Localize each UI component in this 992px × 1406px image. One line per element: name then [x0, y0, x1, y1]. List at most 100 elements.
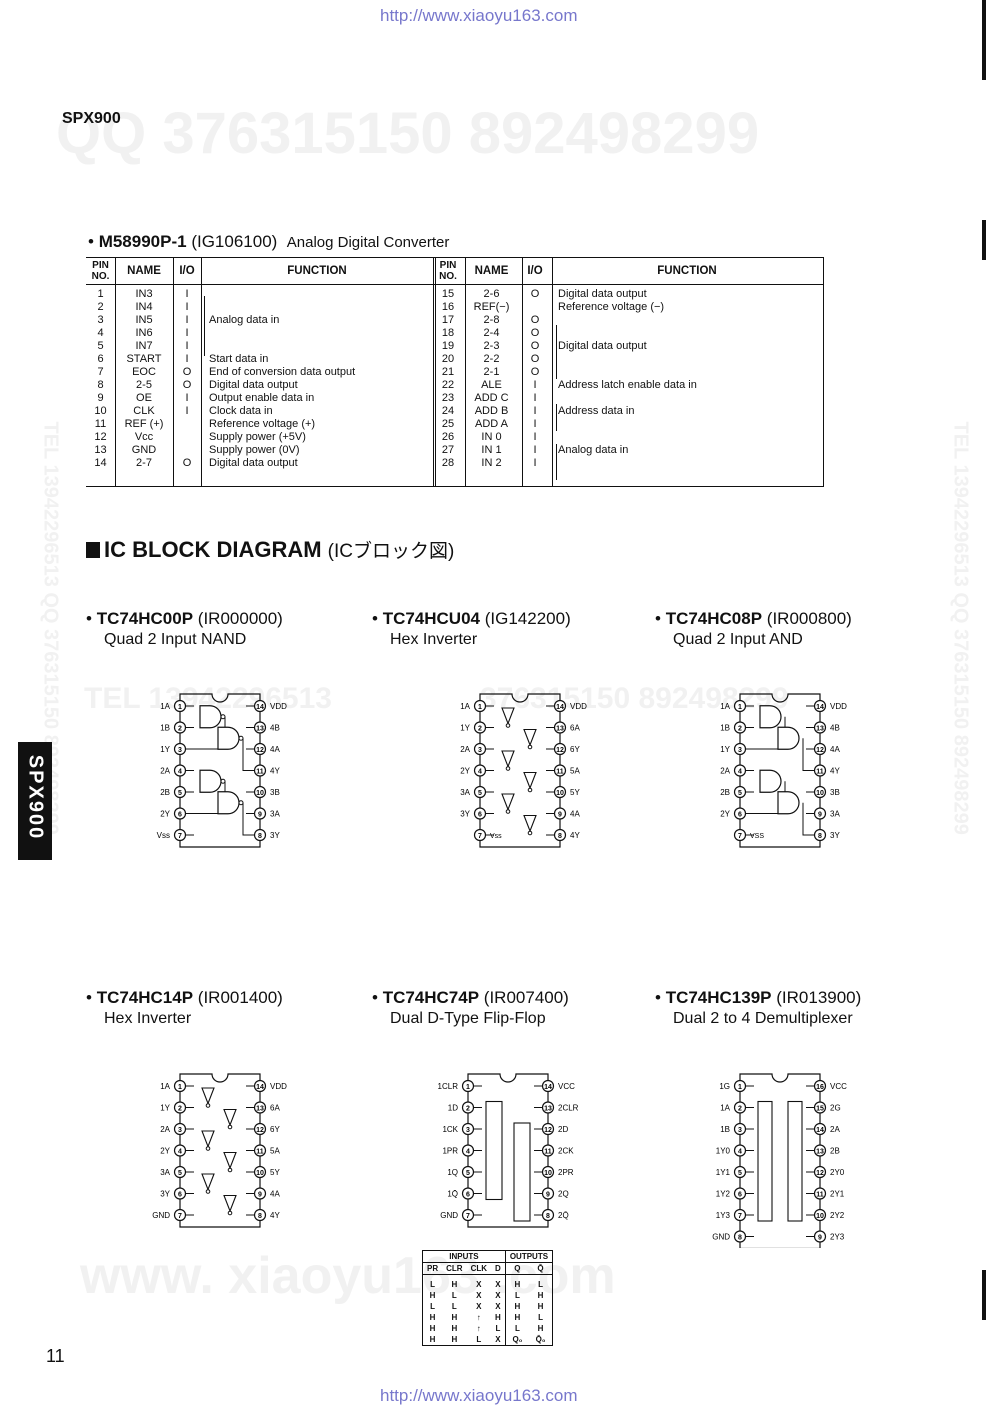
pin-label: 2Q̄ [558, 1211, 569, 1220]
inversion-bubble-icon [227, 1124, 233, 1130]
adc-table-cell [201, 327, 433, 340]
truth-table-cell: L [514, 1324, 520, 1333]
adc-table-cell: Reference voltage (+) [209, 418, 316, 430]
truth-table-cell: H [429, 1291, 436, 1300]
pin-number: 8 [818, 833, 822, 840]
and-gate-icon [759, 705, 782, 729]
pin-inner-label: Vss [490, 833, 502, 840]
ic-part: TC74HC08P [665, 609, 763, 628]
bottom-url[interactable]: http://www.xiaoyu163.com [380, 1386, 578, 1405]
truth-table-cell: H [491, 1312, 506, 1323]
adc-table-cell: O [530, 288, 540, 300]
truth-table-cell: L [538, 1280, 543, 1289]
pin-label: 4Y [570, 831, 580, 840]
top-url[interactable]: http://www.xiaoyu163.com [380, 6, 578, 25]
and-gate-icon [759, 769, 782, 793]
adc-table-cell: 22 [441, 379, 455, 391]
adc-table-cell: IN4 [135, 301, 153, 313]
pin-number: 15 [816, 1106, 824, 1113]
adc-table-cell: 21 [441, 366, 455, 378]
ic-title-3: • TC74HC08P (IR000800) Quad 2 Input AND [655, 609, 852, 648]
pin-label: 1Q [447, 1168, 458, 1177]
pin-label: 3A [270, 810, 280, 819]
adc-table-cell: Digital data output [558, 340, 647, 352]
pin-label: 6A [270, 1104, 280, 1113]
truth-table-cell: L [514, 1291, 520, 1300]
page-edge [978, 0, 992, 1404]
pin-number: 9 [818, 812, 822, 819]
page-number: 11 [46, 1346, 65, 1366]
pin-label: VDD [830, 702, 847, 711]
pin-label: 6Y [270, 1125, 280, 1134]
adc-table-cell: O [530, 340, 540, 352]
truth-table-cell: H [429, 1313, 436, 1322]
adc-table-cell: I [185, 288, 189, 300]
truth-table-header-cell: CLR [442, 1262, 467, 1275]
pin-number: 10 [544, 1170, 552, 1177]
ic-package-outline [739, 1073, 821, 1248]
pin-number: 11 [256, 1149, 264, 1156]
ic-desc: Dual D-Type Flip-Flop [390, 1010, 546, 1027]
adc-table-cell: 2 [97, 301, 104, 313]
pin-label: 2Y [160, 1147, 170, 1156]
adc-table-cell: IN3 [135, 288, 153, 300]
inverter-icon [501, 750, 515, 769]
ic-package-outline [467, 1073, 549, 1228]
adc-part: M58990P-1 [98, 232, 187, 251]
pin-label: 4Y [270, 767, 280, 776]
adc-table-cell: Digital data output [209, 457, 298, 469]
adc-table-cell: 12 [94, 431, 107, 443]
adc-table-cell: Analog data in [209, 314, 280, 326]
pin-label: 1Y0 [716, 1147, 731, 1156]
truth-table-cell: H [451, 1280, 458, 1289]
pin-label: 2Y [460, 767, 470, 776]
pin-label: 2B [160, 788, 170, 797]
pin-number: 5 [478, 790, 482, 797]
adc-header-cell: PIN NO. [86, 258, 115, 285]
truth-table-cell: H [451, 1313, 458, 1322]
adc-table-cell [173, 431, 201, 444]
gate-wire [802, 738, 815, 771]
adc-table-cell: I [185, 353, 189, 365]
adc-table-cell: 19 [441, 340, 455, 352]
pin-label: 1A [160, 702, 170, 711]
pin-number: 13 [816, 1149, 824, 1156]
adc-table-cell: 20 [441, 353, 455, 365]
pin-label: 2A [830, 1125, 840, 1134]
adc-header-cell: I/O [173, 258, 201, 285]
square-bullet-icon [86, 542, 100, 558]
adc-table-cell: REF (+) [124, 418, 164, 430]
truth-table-outputs-header: OUTPUTS [505, 1251, 553, 1263]
adc-table-cell: I [185, 340, 189, 352]
pin-label: 4A [270, 1190, 280, 1199]
pin-label: 1Y [720, 745, 730, 754]
pin-number: 5 [738, 790, 742, 797]
adc-table-cell: 7 [97, 366, 104, 378]
pin-label: 5A [270, 1147, 280, 1156]
inverter-icon [501, 707, 515, 726]
pin-label: 1Y2 [716, 1190, 731, 1199]
pin-number: 1 [466, 1084, 470, 1091]
pin-label: 1A [160, 1082, 170, 1091]
pin-number: 3 [178, 1127, 182, 1134]
pin-number: 13 [256, 726, 264, 733]
ic-code: (IR007400) [483, 988, 569, 1007]
adc-table-cell: IN6 [135, 327, 153, 339]
pin-label: GND [152, 1211, 170, 1220]
truth-table-cell: H [514, 1313, 521, 1322]
ic-desc: Quad 2 Input NAND [104, 631, 247, 648]
pin-number: 4 [738, 769, 742, 776]
adc-header-cell: PIN NO. [433, 258, 463, 285]
ic-package-outline [479, 693, 561, 848]
adc-table-cell: 15 [441, 288, 455, 300]
truth-table-header-cell: Q̄ [529, 1262, 553, 1275]
truth-table-cell: L [430, 1280, 435, 1289]
inverter-icon [501, 793, 515, 812]
adc-table-cell: 16 [441, 301, 455, 313]
pin-label: 3A [830, 810, 840, 819]
inversion-bubble-icon [527, 744, 533, 750]
